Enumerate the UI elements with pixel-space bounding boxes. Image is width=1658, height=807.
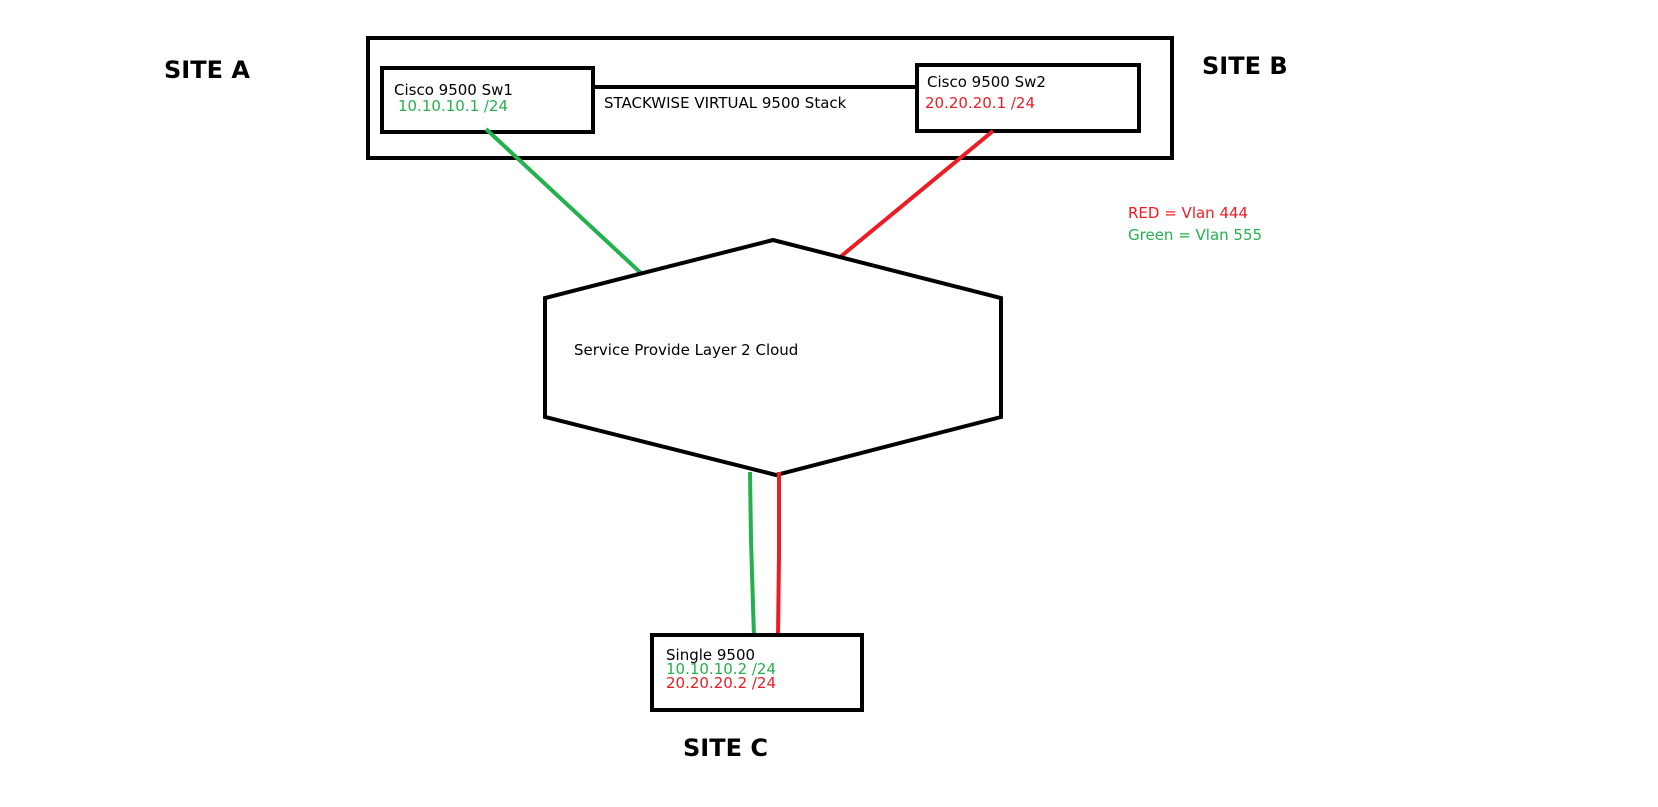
stack-label: STACKWISE VIRTUAL 9500 Stack [604,94,847,112]
switch-single-ip-red: 20.20.20.2 /24 [666,674,776,692]
link-sw1-cloud-green [484,127,645,277]
link-cloud-single-green [748,471,756,638]
switch-single-box [650,633,864,712]
switch-single-name: Single 9500 [666,646,755,664]
switch-sw1-name: Cisco 9500 Sw1 [394,81,513,99]
switch-sw1-box [380,66,595,134]
site-c-label: SITE C [683,734,768,762]
switch-sw2-name: Cisco 9500 Sw2 [927,73,1046,91]
cloud-label: Service Provide Layer 2 Cloud [574,341,798,359]
service-provider-cloud [543,237,1003,478]
legend-red: RED = Vlan 444 [1128,204,1248,222]
switch-sw2-ip: 20.20.20.1 /24 [925,94,1035,112]
link-cloud-single-red [776,472,781,638]
site-a-label: SITE A [164,56,250,84]
switch-sw1-ip: 10.10.10.1 /24 [398,97,508,115]
site-b-label: SITE B [1202,52,1288,80]
switch-single-ip-green: 10.10.10.2 /24 [666,660,776,678]
switch-sw2-box [915,63,1141,133]
link-sw2-cloud-red [837,129,995,260]
legend-green: Green = Vlan 555 [1128,226,1262,244]
stack-enclosure [366,36,1174,160]
